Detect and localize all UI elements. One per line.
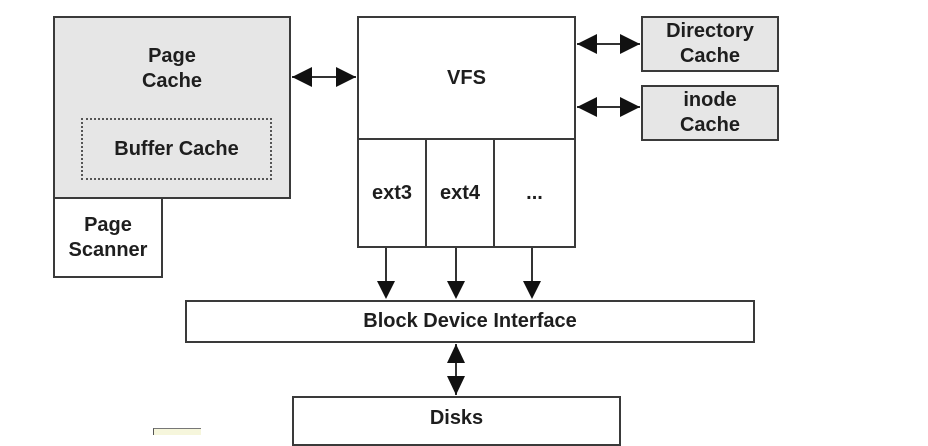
vfs-label: VFS [447,66,486,89]
arrow-block-disks [447,344,465,395]
disks-box: Disks [292,396,621,446]
directory-cache-box: Directory Cache [641,16,779,72]
ext4-label: ext4 [439,181,481,204]
arrow-ext4-block [447,248,465,299]
page-cache-label: Page Cache [141,45,203,92]
block-device-interface-label: Block Device Interface [363,310,577,332]
page-scanner-label: Page Scanner [68,213,148,261]
arrow-page-cache-vfs [292,67,356,87]
buffer-cache-label: Buffer Cache [114,137,239,160]
buffer-cache-box: Buffer Cache [81,118,272,180]
arrow-vfs-directory-cache [577,34,640,54]
disks-label: Disks [429,407,484,429]
page-cache-box: Page Cache [53,16,291,199]
block-device-interface-box: Block Device Interface [185,300,755,343]
vfs-box: VFS [357,16,576,140]
directory-cache-label: Directory Cache [666,20,754,67]
arrow-vfs-inode-cache [577,97,640,117]
page-scanner-box: Page Scanner [53,197,163,278]
inode-cache-box: inode Cache [641,85,779,141]
inode-cache-label: inode Cache [679,89,741,136]
more-filesystems-box: ... [493,138,576,248]
more-filesystems-label: ... [526,181,543,204]
ext3-box: ext3 [357,138,427,248]
arrow-ext3-block [377,248,395,299]
ext3-label: ext3 [371,181,413,204]
arrow-more-block [523,248,541,299]
ext4-box: ext4 [425,138,495,248]
highlight-marker [153,428,201,435]
